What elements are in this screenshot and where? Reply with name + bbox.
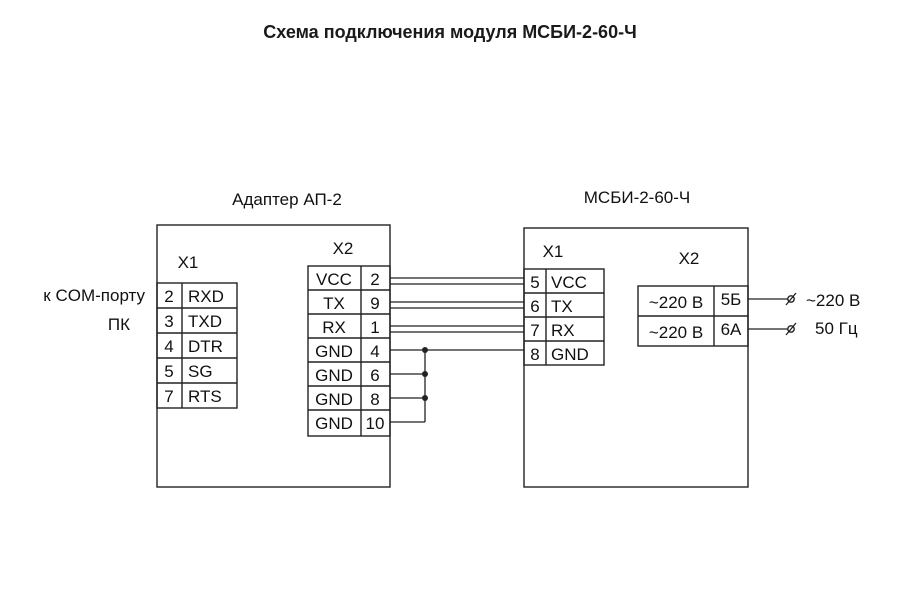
adapter-x2-signal: TX (323, 294, 345, 313)
adapter-x1-pin: 3 (164, 312, 173, 331)
adapter-x2-pin: 4 (370, 342, 379, 361)
module-x1-label: X1 (543, 242, 564, 261)
junction-dot (422, 395, 428, 401)
module-x2-signal: ~220 В (649, 293, 703, 312)
adapter-x1-label: X1 (178, 253, 199, 272)
module-x1-signal: GND (551, 345, 589, 364)
module-x2-pin: 6А (721, 320, 742, 339)
connection-wires (390, 277, 524, 423)
power-terminal (785, 322, 797, 336)
power-terminal (785, 292, 797, 306)
adapter-x2-signal: VCC (316, 270, 352, 289)
adapter-x2-connector: VCC 2 TX 9 RX 1 GND 4 GND 6 GND 8 GND 10 (307, 265, 391, 437)
power-label: 50 Гц (815, 319, 858, 338)
adapter-x2-label: X2 (333, 239, 354, 258)
module-x1-connector: 5 VCC 6 TX 7 RX 8 GND (523, 268, 605, 366)
adapter-x1-signal: RTS (188, 387, 222, 406)
adapter-x1-signal: DTR (188, 337, 223, 356)
adapter-x1-signal: RXD (188, 287, 224, 306)
module-x2-pin: 5Б (721, 290, 742, 309)
pc-label: к COM-порту (43, 286, 145, 305)
adapter-x2-signal: GND (315, 414, 353, 433)
adapter-x2-signal: RX (322, 318, 346, 337)
adapter-x2-signal: GND (315, 366, 353, 385)
power-terminal (787, 295, 795, 303)
adapter-x1-signal: SG (188, 362, 213, 381)
adapter-x2-pin: 6 (370, 366, 379, 385)
adapter-x1-pin: 7 (164, 387, 173, 406)
module-x1-pin: 7 (530, 321, 539, 340)
module-x2-connector: ~220 В 5Б ~220 В 6А (637, 285, 749, 347)
adapter-x1-pin: 2 (164, 287, 173, 306)
module-x1-pin: 6 (530, 297, 539, 316)
module-x1-pin: 5 (530, 273, 539, 292)
adapter-x2-pin: 9 (370, 294, 379, 313)
adapter-x1-signal: TXD (188, 312, 222, 331)
adapter-x1-pin: 5 (164, 362, 173, 381)
pc-label: ПК (108, 315, 130, 334)
diagram-title: Схема подключения модуля МСБИ-2-60-Ч (263, 22, 636, 42)
junction-dot (422, 347, 428, 353)
adapter-x2-signal: GND (315, 390, 353, 409)
module-x1-signal: VCC (551, 273, 587, 292)
power-terminal (787, 325, 795, 333)
adapter-x1-pin: 4 (164, 337, 173, 356)
adapter-x1-connector: 2 RXD 3 TXD 4 DTR 5 SG 7 RTS (156, 282, 238, 409)
module-x1-signal: TX (551, 297, 573, 316)
module-x1-pin: 8 (530, 345, 539, 364)
module-x2-label: X2 (679, 249, 700, 268)
module-x1-signal: RX (551, 321, 575, 340)
adapter-x2-pin: 10 (366, 414, 385, 433)
module-x2-signal: ~220 В (649, 323, 703, 342)
adapter-x2-signal: GND (315, 342, 353, 361)
power-wires (748, 292, 797, 336)
module-name: МСБИ-2-60-Ч (584, 188, 691, 207)
power-label: ~220 В (806, 291, 860, 310)
adapter-name: Адаптер АП-2 (232, 190, 342, 209)
adapter-x2-pin: 8 (370, 390, 379, 409)
adapter-x2-pin: 1 (370, 318, 379, 337)
adapter-x2-pin: 2 (370, 270, 379, 289)
junction-dot (422, 371, 428, 377)
